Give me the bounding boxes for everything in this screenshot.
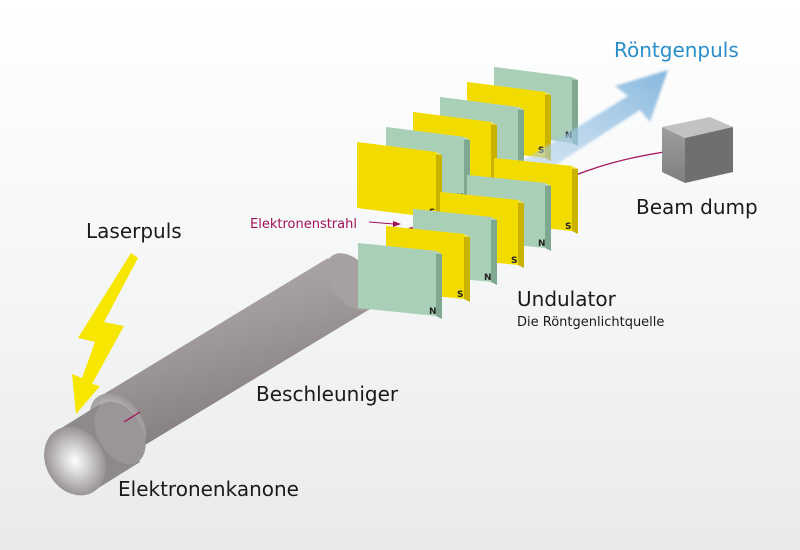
label-roentgenpuls: Röntgenpuls	[614, 38, 739, 62]
pole-label: N	[538, 239, 546, 249]
label-laserpuls: Laserpuls	[86, 219, 182, 243]
elektronenstrahl-pointer	[368, 221, 401, 227]
magnet-front-1	[358, 243, 442, 319]
label-beschleuniger: Beschleuniger	[256, 382, 399, 406]
pole-label: S	[457, 290, 463, 300]
label-undulator-subtitle: Die Röntgenlichtquelle	[517, 315, 664, 330]
pole-label: S	[565, 222, 571, 232]
beam-dump-cube	[662, 117, 733, 183]
pole-label: N	[429, 307, 437, 317]
undulator-back-row	[357, 67, 578, 221]
electron-gun	[44, 401, 146, 496]
label-elektronenstrahl: Elektronenstrahl	[250, 217, 357, 232]
label-undulator: Undulator	[517, 287, 617, 311]
laser-bolt-icon	[72, 253, 138, 414]
pole-label: S	[511, 256, 517, 266]
pole-label: N	[484, 273, 492, 283]
label-elektronenkanone: Elektronenkanone	[118, 477, 299, 501]
label-beam-dump: Beam dump	[636, 195, 758, 219]
